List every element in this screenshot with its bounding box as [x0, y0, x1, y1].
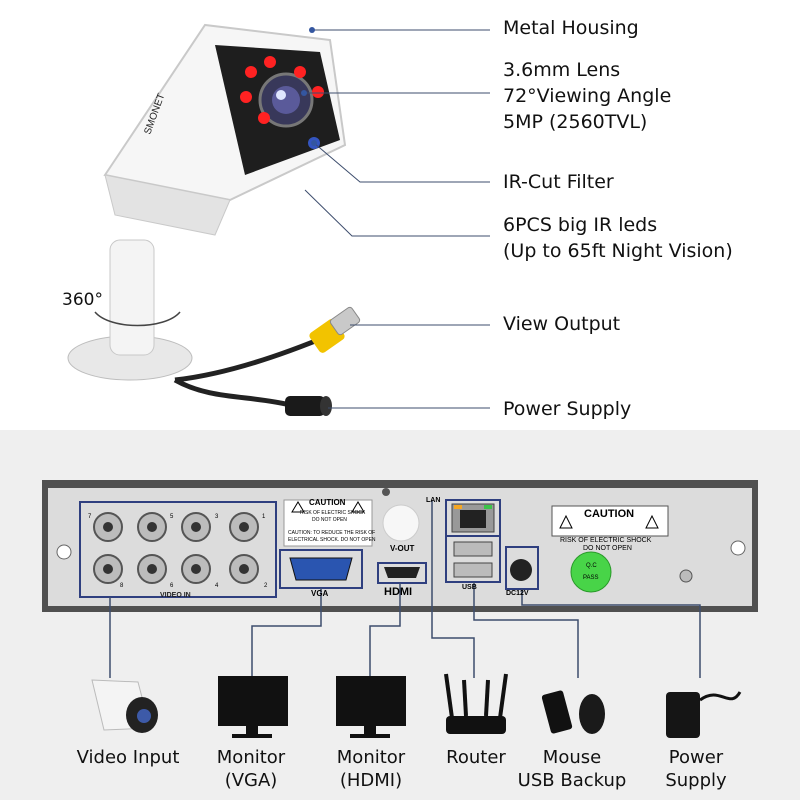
ir-leds-label-line2: (Up to 65ft Night Vision)	[503, 240, 733, 262]
bnc-connector	[309, 306, 361, 353]
ground-screw	[679, 569, 693, 583]
device-label-line1: Mouse	[542, 747, 602, 768]
device-label-line2: (HDMI)	[339, 770, 403, 791]
hdmi-label: HDMI	[384, 586, 413, 598]
pointer-ir-leds	[304, 189, 490, 237]
camera-body	[103, 23, 347, 236]
caution-large-line1: RISK OF ELECTRIC SHOCK	[560, 537, 652, 544]
caution-sticker-small	[283, 499, 373, 547]
rotation-label: 360°	[62, 290, 103, 310]
usb-port-2	[453, 562, 493, 578]
ir-leds-label-line1: 6PCS big IR leds	[503, 214, 658, 236]
device-label-line1: Monitor	[336, 747, 406, 768]
vga-port	[289, 557, 353, 581]
camera-section: SMONET Metal Housing 3.6mm Lens 72°Viewi…	[62, 17, 733, 420]
power-supply-label: Power Supply	[503, 398, 632, 420]
usb-box	[445, 535, 501, 583]
device-power-adapter	[666, 691, 742, 738]
device-label-line2: Supply	[665, 770, 727, 791]
hdmi-box	[377, 562, 427, 584]
dc-label: DC12V	[506, 590, 529, 597]
device-label-mouse-usb: Mouse USB Backup	[510, 746, 634, 792]
caution-small-line1: RISK OF ELECTRIC SHOCK	[300, 510, 366, 516]
channel-number: 5	[170, 514, 174, 520]
video-cable	[174, 332, 331, 383]
channel-number: 1	[262, 514, 266, 520]
device-label-line1: Monitor	[216, 747, 286, 768]
v-out-port	[382, 504, 420, 542]
device-label-line1: Video Input	[76, 747, 180, 768]
connection-lines	[109, 500, 701, 678]
usb-port-1	[453, 541, 493, 557]
caution-sticker-large	[551, 505, 669, 537]
hdmi-port	[384, 567, 420, 578]
pointer-ir-cut	[313, 142, 490, 183]
device-camera	[91, 679, 158, 733]
metal-housing-label: Metal Housing	[503, 17, 639, 39]
rotation-arrow	[94, 311, 181, 327]
caution-small-note2: ELECTRICAL SHOCK. DO NOT OPEN	[288, 537, 376, 543]
qc-line2: PASS	[583, 575, 599, 581]
caution-small-note1: CAUTION: TO REDUCE THE RISK OF	[288, 530, 376, 536]
power-connector	[285, 396, 332, 416]
channel-number: 3	[215, 514, 219, 520]
device-label-video-input: Video Input	[68, 746, 188, 769]
lens-label-line2: 72°Viewing Angle	[503, 85, 672, 107]
device-label-power-supply: Power Supply	[650, 746, 742, 792]
device-label-line1: Power	[668, 747, 724, 768]
camera-illustration: SMONET	[67, 23, 490, 416]
v-out-label: V-OUT	[390, 544, 415, 553]
caution-small-title: CAUTION	[309, 498, 346, 507]
qc-pass-sticker	[570, 551, 612, 593]
device-router	[444, 673, 508, 734]
qc-line1: Q.C	[586, 563, 597, 569]
dvr-illustration	[42, 480, 758, 738]
device-mouse-usb	[541, 690, 605, 734]
device-label-router: Router	[430, 746, 522, 769]
vga-label: VGA	[311, 589, 329, 598]
camera-mount	[109, 239, 155, 356]
device-label-monitor-hdmi: Monitor (HDMI)	[316, 746, 426, 792]
caution-large-line2: DO NOT OPEN	[583, 545, 632, 552]
device-label-line1: Router	[446, 747, 506, 768]
lens-label-line1: 3.6mm Lens	[503, 59, 621, 81]
channel-number: 4	[215, 583, 219, 589]
video-in-box	[79, 501, 277, 598]
lens-label-line3: 5MP (2560TVL)	[503, 111, 648, 133]
ir-cut-label: IR-Cut Filter	[503, 171, 614, 193]
device-monitor-hdmi	[336, 676, 406, 738]
power-cable	[173, 377, 291, 408]
channel-number: 6	[170, 583, 174, 589]
lan-label: LAN	[426, 497, 441, 504]
usb-label: USB	[462, 584, 477, 591]
channel-number: 7	[88, 514, 92, 520]
caution-small-line2: DO NOT OPEN	[312, 517, 347, 523]
device-monitor-vga	[218, 676, 288, 738]
dc-port	[510, 559, 532, 581]
video-in-label: VIDEO IN	[160, 592, 191, 599]
video-in-ports	[93, 512, 259, 584]
channel-number: 2	[264, 583, 268, 589]
view-output-label: View Output	[503, 313, 621, 335]
device-label-line2: (VGA)	[224, 770, 278, 791]
caution-large-title: CAUTION	[584, 508, 635, 520]
device-label-monitor-vga: Monitor (VGA)	[196, 746, 306, 792]
channel-number: 8	[120, 583, 124, 589]
device-label-line2: USB Backup	[517, 770, 627, 791]
dvr-section: VIDEO IN CAUTION RISK OF ELECTRIC SHOCK …	[0, 430, 800, 800]
